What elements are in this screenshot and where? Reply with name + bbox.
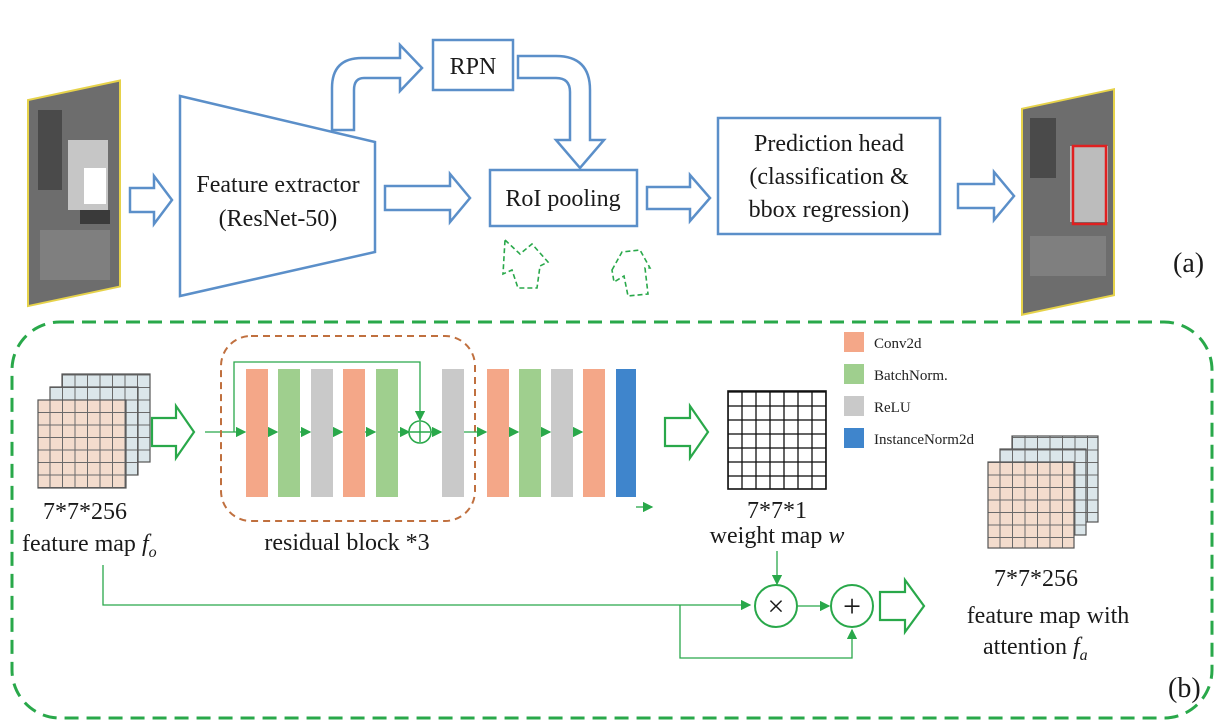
batchnorm-bar <box>376 369 398 497</box>
weight-map-grid <box>727 390 827 490</box>
layer-connectors <box>267 426 654 513</box>
identity-path-line <box>102 565 752 611</box>
output-feature-map-stack <box>987 435 1099 549</box>
arrow-rpn-to-roi <box>516 54 607 170</box>
legend-swatch-conv2d <box>844 332 864 352</box>
panel-a-label: (a) <box>1173 248 1204 279</box>
conv2d-bar <box>343 369 365 497</box>
add-symbol: + <box>843 588 861 624</box>
rpn-label: RPN <box>450 54 497 80</box>
relu-bar <box>442 369 464 497</box>
batchnorm-bar <box>278 369 300 497</box>
weight-map-label: weight map w <box>710 523 845 549</box>
output-dims-label: 7*7*256 <box>994 566 1078 592</box>
arrow-roi-to-prediction <box>645 171 712 225</box>
legend: Conv2d BatchNorm. ReLU InstanceNorm2d <box>844 332 974 448</box>
legend-label-batchnorm: BatchNorm. <box>874 368 948 384</box>
legend-swatch-relu <box>844 396 864 416</box>
roi-pooling-label: RoI pooling <box>505 186 620 212</box>
detection-bounding-box <box>1071 144 1108 226</box>
legend-swatch-instancenorm <box>844 428 864 448</box>
arrow-extractor-to-rpn <box>330 41 424 132</box>
residual-block-frame <box>220 335 476 522</box>
relu-bar <box>551 369 573 497</box>
feature-extractor-label: Feature extractor <box>196 172 359 198</box>
legend-label-conv2d: Conv2d <box>874 336 922 352</box>
arrow-to-output-feature-map <box>878 576 926 636</box>
weight-dims-label: 7*7*1 <box>747 498 807 524</box>
conv2d-bar <box>583 369 605 497</box>
arrow-into-residual <box>150 402 196 462</box>
output-feature-map-label: feature map with <box>967 603 1130 629</box>
batchnorm-bar <box>519 369 541 497</box>
prediction-head-box <box>716 116 942 236</box>
roi-pooling-box <box>488 168 639 228</box>
legend-label-relu: ReLU <box>874 400 911 416</box>
legend-swatch-batchnorm <box>844 364 864 384</box>
feature-extractor-box <box>178 94 377 298</box>
input-image <box>27 79 121 308</box>
input-feature-map-stack <box>37 373 151 489</box>
add-circle <box>830 584 874 628</box>
prediction-head-sublabel-1: (classification & <box>749 164 909 190</box>
arrow-extractor-to-roi <box>383 170 472 226</box>
arrow-prediction-to-output <box>956 168 1016 224</box>
multiply-symbol: × <box>768 590 785 623</box>
residual-sum-path-line <box>679 605 858 659</box>
output-attention-label: attention fa <box>983 634 1088 664</box>
prediction-head-sublabel-2: bbox regression) <box>749 197 910 223</box>
conv2d-bar <box>246 369 268 497</box>
arrow-input-to-extractor <box>128 172 174 228</box>
panel-b-label: (b) <box>1168 673 1201 704</box>
dashed-arrow-up <box>611 249 652 297</box>
dashed-arrow-down <box>502 238 550 289</box>
residual-block-label: residual block *3 <box>264 530 429 556</box>
rpn-box <box>431 38 515 92</box>
input-dims-label: 7*7*256 <box>43 499 127 525</box>
panel-b-dashed-frame <box>10 320 1214 720</box>
multiply-circle <box>754 584 798 628</box>
output-image <box>1021 87 1115 316</box>
prediction-head-label: Prediction head <box>754 131 904 157</box>
instancenorm-bar <box>616 369 636 497</box>
feature-extractor-sublabel: (ResNet-50) <box>219 206 338 232</box>
legend-label-instancenorm: InstanceNorm2d <box>874 432 974 448</box>
relu-bar <box>311 369 333 497</box>
input-feature-map-label: feature map fo <box>22 531 157 561</box>
arrow-to-weight-map <box>663 402 710 462</box>
skip-connection-line <box>233 361 426 432</box>
conv2d-bar <box>487 369 509 497</box>
